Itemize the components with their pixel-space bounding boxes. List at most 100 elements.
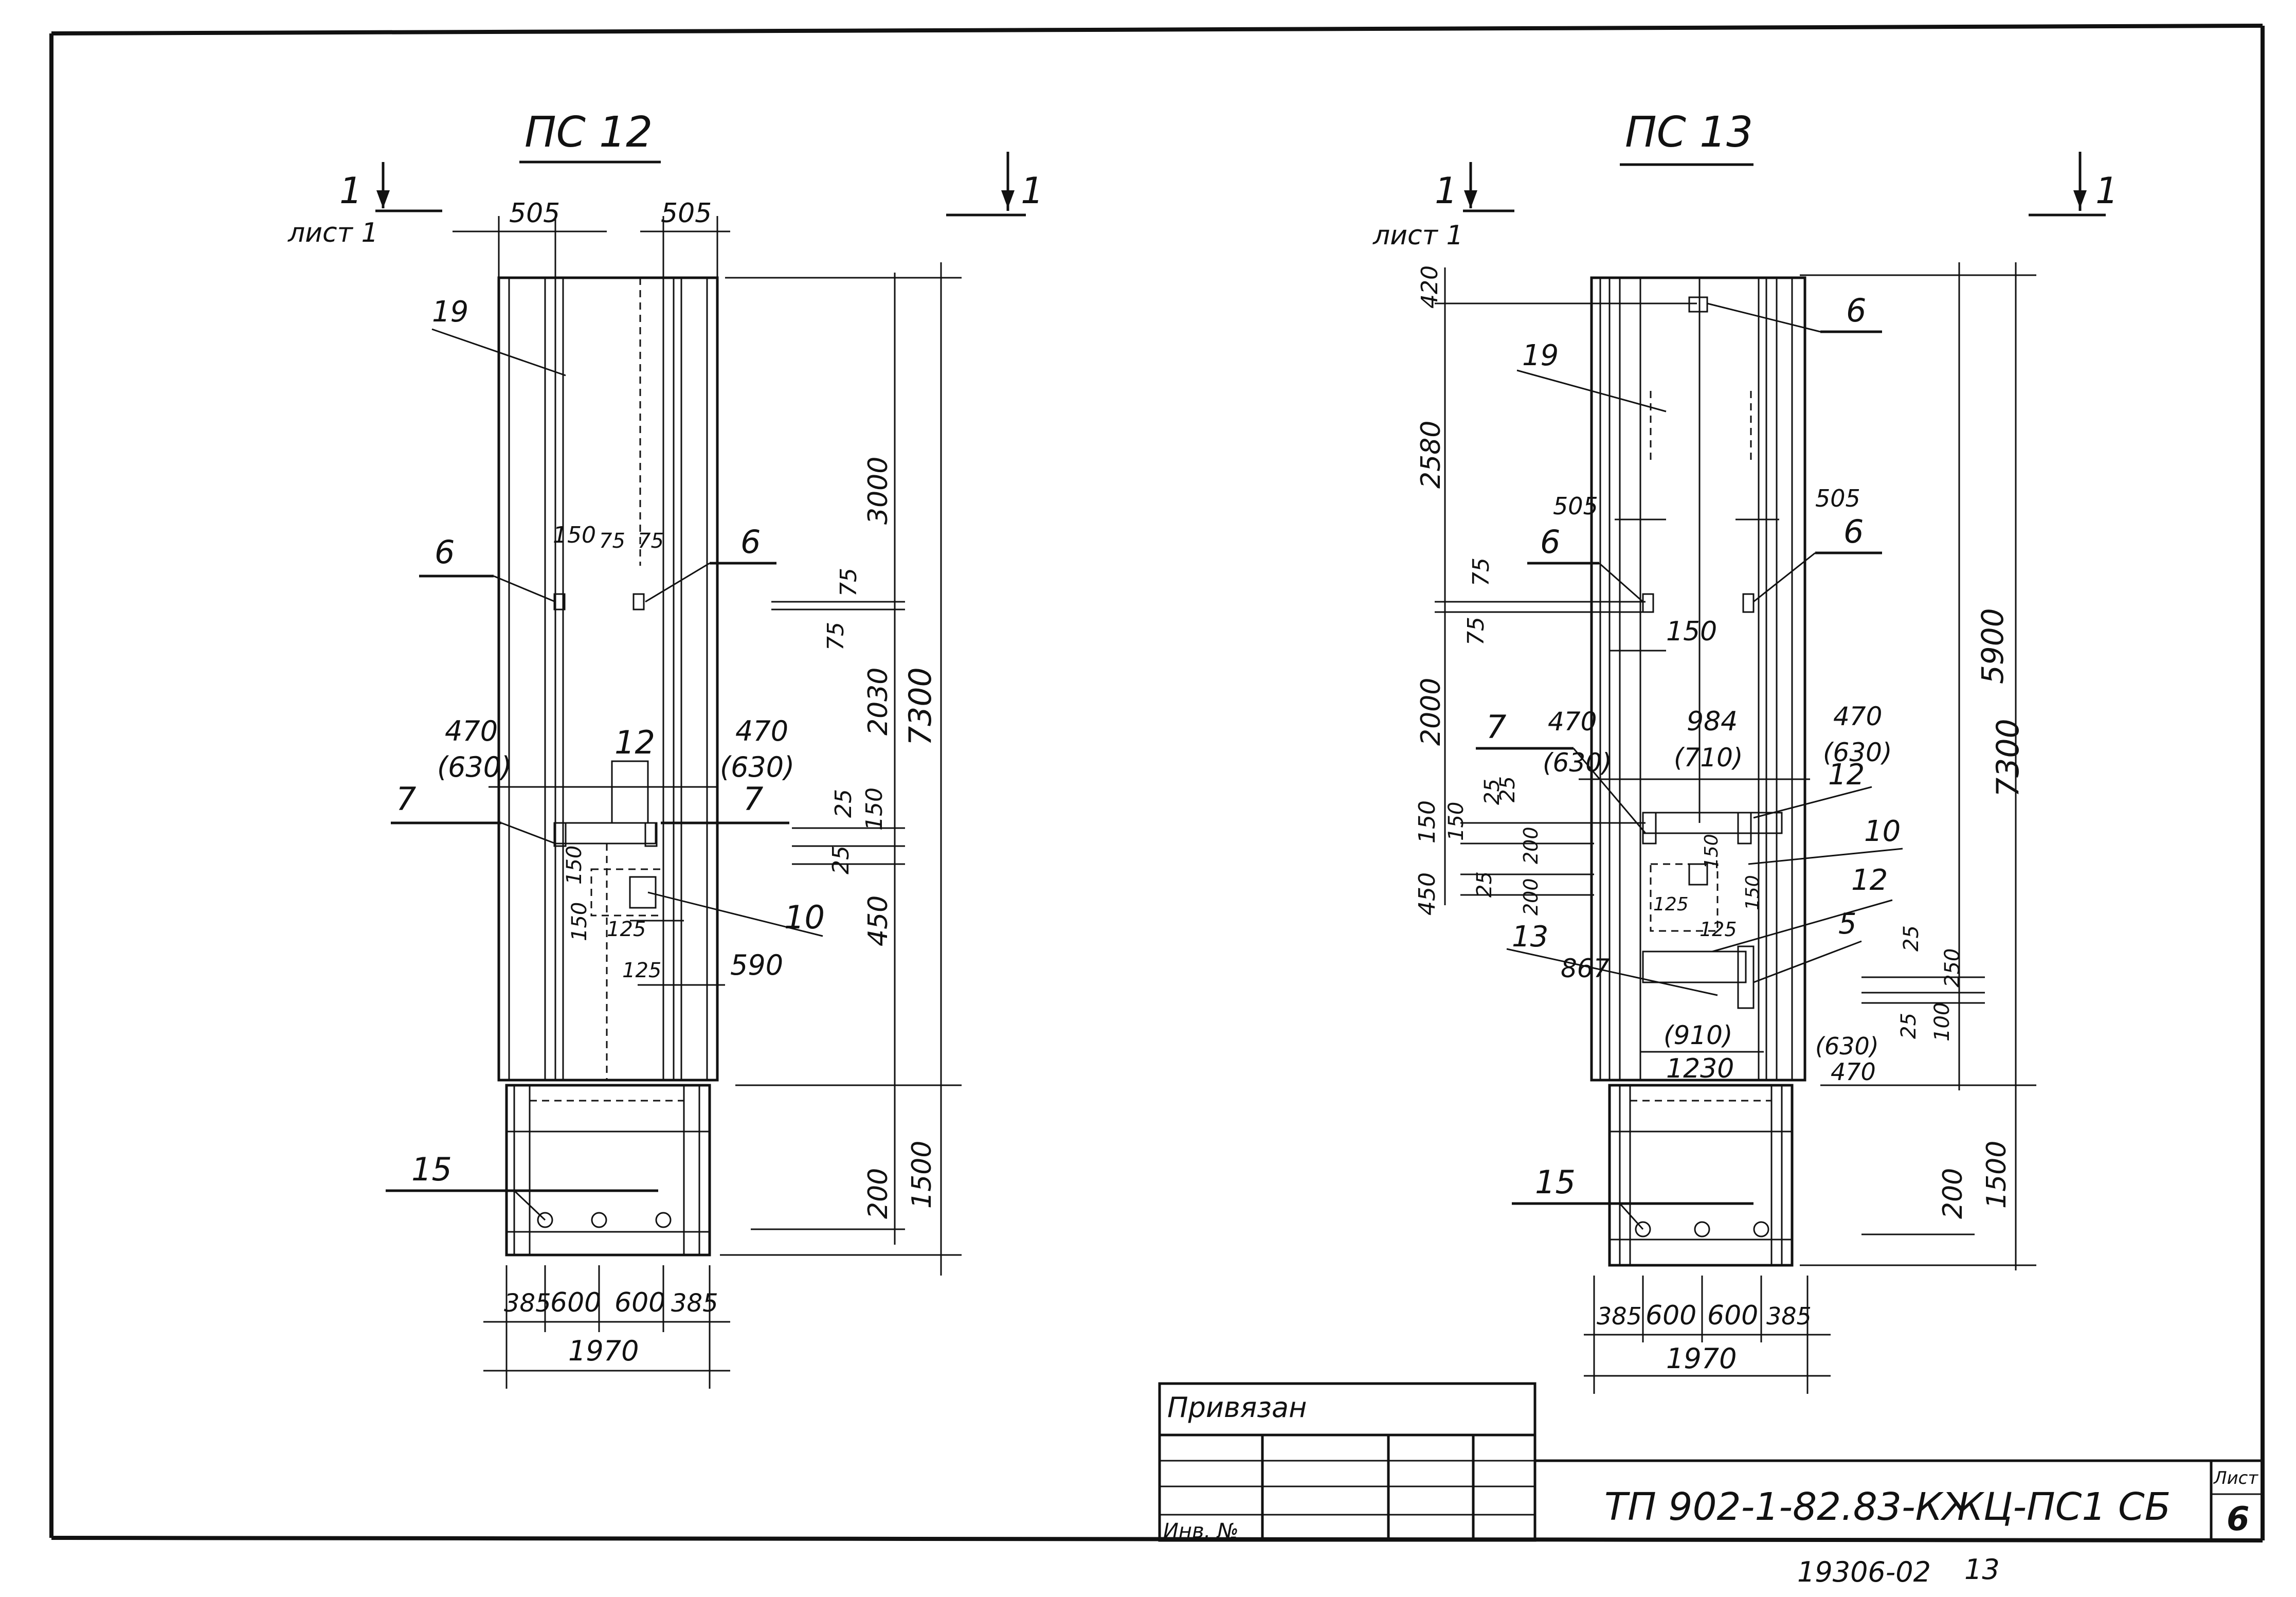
svg-text:385: 385	[671, 1289, 718, 1318]
svg-text:150: 150	[1414, 800, 1440, 844]
callout-15: 15	[386, 1151, 658, 1221]
svg-text:1230: 1230	[1666, 1053, 1734, 1084]
svg-text:1970: 1970	[568, 1335, 639, 1367]
svg-text:150: 150	[1666, 616, 1717, 647]
svg-text:590: 590	[730, 949, 783, 981]
hole-3	[655, 1212, 672, 1228]
callout-6-top: 6	[1707, 292, 1882, 333]
svg-text:150: 150	[861, 787, 888, 831]
document-code: ТП 902-1-82.83-КЖЦ-ПС1 СБ	[1604, 1485, 2171, 1529]
svg-text:1500: 1500	[907, 1141, 937, 1209]
callout-6-right: 6	[645, 523, 776, 603]
archive-number: 19306-02	[1797, 1556, 1931, 1588]
svg-text:6: 6	[1846, 292, 1866, 329]
svg-text:7300: 7300	[1990, 719, 2026, 797]
svg-text:лист 1: лист 1	[1372, 220, 1463, 251]
svg-text:7: 7	[743, 780, 763, 818]
svg-text:450: 450	[1414, 872, 1440, 916]
svg-text:1970: 1970	[1666, 1342, 1737, 1375]
svg-text:6: 6	[435, 533, 455, 571]
svg-text:470: 470	[1831, 1058, 1876, 1086]
svg-text:505: 505	[661, 198, 712, 229]
svg-text:1: 1	[1021, 170, 1044, 212]
svg-text:250: 250	[1941, 948, 1964, 988]
panel-title: ПС 13	[1625, 108, 1753, 157]
top-dimensions: 505 505	[453, 198, 730, 278]
svg-text:10: 10	[1864, 815, 1901, 848]
svg-text:200: 200	[1938, 1168, 1968, 1219]
svg-text:450: 450	[863, 895, 894, 946]
svg-text:5900: 5900	[1975, 608, 2010, 684]
svg-text:25: 25	[830, 789, 857, 818]
sheet-label: Лист	[2213, 1468, 2258, 1488]
bound-label: Привязан	[1167, 1391, 1307, 1424]
callout-7: 7	[1476, 708, 1647, 834]
callout-12-top: 12	[1753, 758, 1872, 819]
left-dimensions: 420 2580 75 75 2000 150 25 450 25 200 20…	[1414, 265, 1697, 916]
page-number: 13	[1964, 1553, 2000, 1586]
hole-2	[591, 1212, 607, 1228]
svg-text:125: 125	[1700, 918, 1737, 941]
svg-text:1500: 1500	[1981, 1141, 2012, 1209]
svg-text:125: 125	[607, 918, 646, 941]
svg-text:867: 867	[1561, 954, 1610, 983]
callout-6-right: 6	[1753, 513, 1882, 603]
svg-text:385: 385	[1597, 1302, 1642, 1330]
svg-text:25: 25	[1900, 925, 1923, 952]
svg-text:25: 25	[1480, 779, 1504, 805]
svg-text:25: 25	[1496, 776, 1520, 802]
svg-text:600: 600	[550, 1287, 601, 1318]
inner-dimensions: 505 505 150 470 (630) 984 (710) 470 (630…	[1543, 485, 1892, 1086]
callout-19: 19	[431, 295, 566, 376]
svg-text:75: 75	[638, 529, 664, 553]
svg-text:200: 200	[1520, 878, 1542, 916]
svg-text:470: 470	[735, 715, 788, 747]
svg-text:150: 150	[563, 846, 586, 885]
svg-text:470: 470	[1548, 707, 1597, 737]
callout-6-left: 6	[1527, 523, 1643, 603]
svg-text:15: 15	[411, 1151, 452, 1188]
svg-text:505: 505	[1815, 485, 1860, 512]
bottom-dimensions: 385 600 600 385 1970	[1584, 1276, 1831, 1394]
svg-text:(630): (630)	[1823, 738, 1892, 767]
svg-text:25: 25	[1473, 871, 1496, 898]
svg-text:150: 150	[1742, 875, 1763, 910]
svg-text:470: 470	[445, 715, 498, 747]
svg-text:(630): (630)	[1815, 1032, 1879, 1060]
svg-text:(710): (710)	[1674, 743, 1743, 773]
svg-text:75: 75	[1468, 558, 1494, 586]
hole-2	[1694, 1221, 1710, 1237]
svg-text:75: 75	[836, 568, 862, 597]
svg-text:200: 200	[1520, 827, 1542, 864]
svg-text:1: 1	[2095, 170, 2119, 212]
svg-text:75: 75	[1463, 617, 1489, 645]
svg-text:(910): (910)	[1664, 1020, 1732, 1050]
svg-text:2030: 2030	[863, 668, 894, 735]
callout-7-right: 7	[661, 780, 789, 824]
svg-text:600: 600	[1707, 1300, 1758, 1331]
svg-text:15: 15	[1535, 1163, 1576, 1201]
svg-text:12: 12	[614, 724, 655, 761]
svg-text:25: 25	[828, 846, 854, 874]
svg-text:125: 125	[1653, 894, 1689, 915]
panel-ps12: ПС 12 1 лист 1 1	[287, 108, 1044, 1389]
svg-text:25: 25	[1897, 1013, 1921, 1039]
svg-text:7: 7	[396, 780, 416, 818]
svg-text:150: 150	[568, 902, 591, 941]
svg-text:2000: 2000	[1416, 678, 1447, 746]
svg-text:6: 6	[1540, 523, 1560, 561]
right-dimensions: 3000 75 75 2030 25 150 25 450 7300 200 1…	[720, 262, 962, 1276]
svg-text:3000: 3000	[863, 457, 894, 525]
svg-text:505: 505	[509, 198, 560, 229]
svg-text:(630): (630)	[720, 751, 794, 783]
right-dimensions: 5900 7300 25 250 25 100 200 1500	[1800, 262, 2036, 1270]
svg-text:1: 1	[339, 170, 363, 212]
svg-text:125: 125	[622, 959, 661, 982]
svg-text:505: 505	[1553, 492, 1598, 520]
svg-text:13: 13	[1512, 920, 1548, 954]
svg-text:7300: 7300	[902, 667, 938, 746]
section-mark-right: 1	[946, 152, 1044, 217]
svg-text:6: 6	[740, 523, 761, 561]
callout-10: 10	[1748, 815, 1903, 865]
